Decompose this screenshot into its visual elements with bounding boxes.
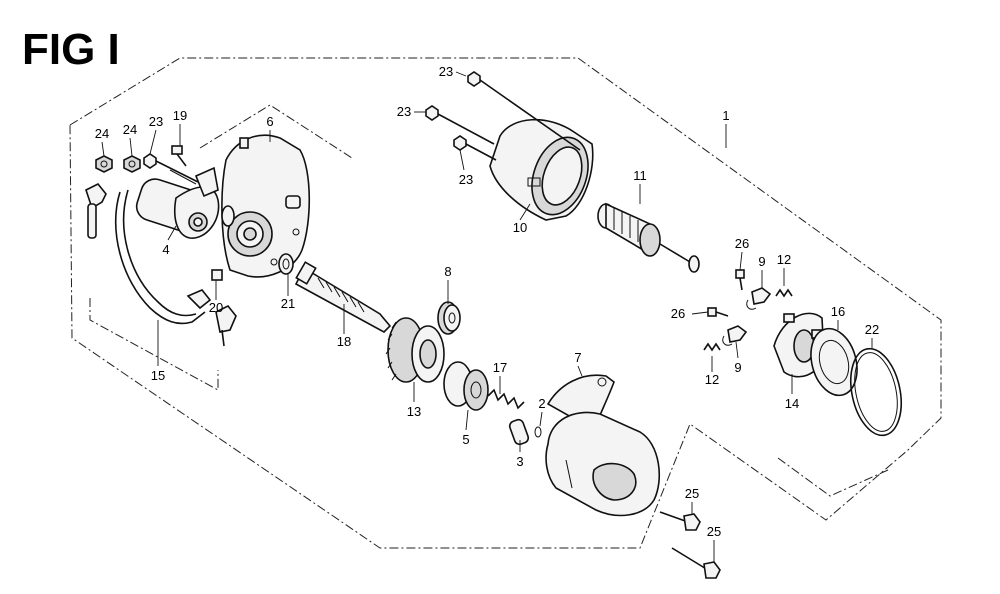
part-23-through-bolt-c	[453, 135, 497, 161]
part-11-armature	[597, 202, 700, 273]
assembly-outline	[69, 57, 942, 549]
callout-22: 22	[865, 322, 879, 337]
callout-24-left: 24	[95, 126, 109, 141]
callout-26-upper: 26	[735, 236, 749, 251]
subgroup-outline-right	[777, 457, 889, 497]
part-12-spring-a	[775, 288, 793, 298]
part-9-brush-b	[722, 325, 748, 346]
callout-19: 19	[173, 108, 187, 123]
part-25-bolt-a	[659, 511, 701, 531]
part-15-cable	[85, 182, 212, 325]
callout-9-upper: 9	[758, 254, 765, 269]
part-20-terminal	[211, 269, 237, 347]
callout-10: 10	[513, 220, 527, 235]
part-24-nut-a	[95, 155, 113, 173]
part-23-through-bolt-b	[425, 105, 495, 145]
callout-12-lower: 12	[705, 372, 719, 387]
part-8-pinion	[437, 301, 461, 335]
part-3-sleeve	[508, 418, 530, 446]
leader-lines	[101, 71, 873, 562]
callout-20: 20	[209, 300, 223, 315]
callout-18: 18	[337, 334, 351, 349]
part-19-screw	[171, 145, 187, 167]
part-26-screw-b	[707, 307, 729, 317]
callout-14: 14	[785, 396, 799, 411]
callout-21: 21	[281, 296, 295, 311]
part-17-spring	[487, 388, 525, 410]
callout-23-top: 23	[439, 64, 453, 79]
part-24-nut-b	[123, 155, 141, 173]
subgroup-outline-left	[89, 298, 219, 391]
callout-16: 16	[831, 304, 845, 319]
callout-3: 3	[516, 454, 523, 469]
part-21-washer	[278, 253, 294, 275]
callout-15: 15	[151, 368, 165, 383]
callout-13: 13	[407, 404, 421, 419]
callout-23-left: 23	[149, 114, 163, 129]
callout-25-upper: 25	[685, 486, 699, 501]
part-26-screw-a	[735, 269, 745, 291]
callout-2: 2	[538, 396, 545, 411]
part-16-gasket	[810, 327, 858, 397]
part-4-solenoid	[135, 166, 220, 239]
callout-17: 17	[493, 360, 507, 375]
part-13-gear	[385, 317, 445, 383]
part-6-rear-cover	[221, 134, 311, 278]
callout-9-lower: 9	[734, 360, 741, 375]
part-7-front-housing	[545, 374, 660, 517]
callout-7: 7	[574, 350, 581, 365]
callout-25-lower: 25	[707, 524, 721, 539]
figure-title: FIG I	[22, 25, 120, 74]
callout-23-lower: 23	[459, 172, 473, 187]
part-5-drive-gear	[443, 361, 489, 411]
callout-6: 6	[266, 114, 273, 129]
part-9-brush-a	[746, 287, 772, 310]
callout-labels: 1 2 3 4 5 6 7 8 9 9 10 11 12 12 13 14 15…	[95, 64, 879, 539]
part-23-through-bolt-a	[467, 71, 581, 151]
callout-4: 4	[162, 242, 169, 257]
callout-24-right: 24	[123, 122, 137, 137]
callout-26-lower: 26	[671, 306, 685, 321]
part-2-clip	[534, 426, 542, 438]
part-25-bolt-b	[671, 547, 721, 579]
callout-5: 5	[462, 432, 469, 447]
callout-11: 11	[633, 168, 647, 183]
part-10-yoke	[489, 118, 594, 221]
part-22-o-ring	[850, 347, 902, 437]
callout-8: 8	[444, 264, 451, 279]
part-12-spring-b	[703, 342, 721, 352]
callout-23-middle: 23	[397, 104, 411, 119]
callout-12-upper: 12	[777, 252, 791, 267]
part-18-shaft	[294, 261, 392, 333]
callout-1: 1	[722, 108, 729, 123]
